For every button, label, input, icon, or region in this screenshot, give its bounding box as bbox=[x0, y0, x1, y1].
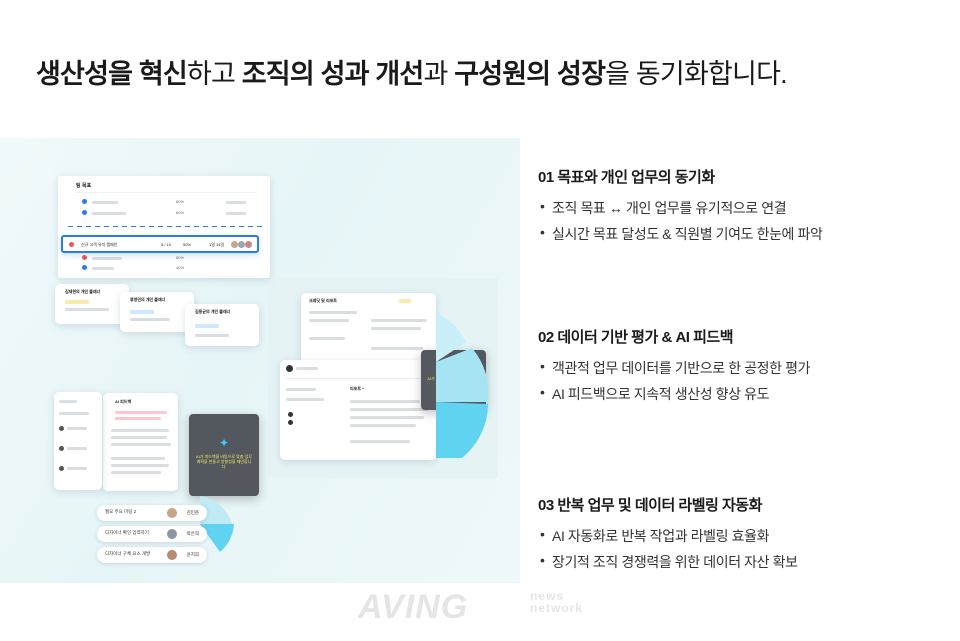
fan-decoration bbox=[200, 496, 234, 552]
planner-card-title: 류영민의 개인 플래너 bbox=[130, 297, 166, 302]
avatar bbox=[286, 365, 293, 372]
task-assignee-pill[interactable]: 월요 주요 미팅 2 김민준 bbox=[97, 505, 207, 521]
report-label: 리포트 * bbox=[350, 386, 364, 391]
goal-row[interactable]: 60% bbox=[76, 209, 266, 217]
highlighted-goal-row[interactable]: 신규 고객 유치 캠페인 5 / 10 50% 1일 14일 bbox=[61, 235, 259, 253]
page-headline: 생산성을 혁신하고 조직의 성과 개선과 구성원의 성장을 동기화합니다. bbox=[36, 52, 788, 91]
assignee-name: 박은희 bbox=[186, 531, 199, 536]
ai-feedback-card: AI 피드백 bbox=[103, 393, 178, 491]
planner-card-title: 김동균의 개인 플래너 bbox=[195, 309, 231, 314]
goal-table-title: 팀 목표 bbox=[76, 183, 92, 189]
feature-title-2: 02 데이터 기반 평가 & AI 피드백 bbox=[538, 329, 734, 346]
watermark-news: news bbox=[530, 589, 565, 603]
avatar bbox=[167, 550, 177, 560]
task-assignee-pill[interactable]: 디자이너 구체 요소 개발 윤지희 bbox=[97, 547, 207, 563]
task-label: 디자이너 확인 입력하기 bbox=[105, 530, 149, 535]
feature-section-1: 01 목표와 개인 업무의 동기화 조직 목표 ↔ 개인 업무를 유기적으로 연… bbox=[538, 166, 823, 250]
ai-suggestion-popup: ✦ AI가 피드백을 바탕으로 맞춤 업무계획을 만들고 방향성을 제안합니다. bbox=[189, 414, 259, 496]
goal-row-percent: 40% bbox=[176, 265, 185, 270]
task-label: 월요 주요 미팅 2 bbox=[105, 509, 137, 514]
avatar bbox=[167, 529, 177, 539]
ai-suggestion-text: AI가 피드백을 바탕으로 맞춤 업무계획을 만들고 방향성을 제안합니다. bbox=[195, 454, 253, 469]
goal-table-card: 팀 목표 80% 60% 80% 40% bbox=[58, 176, 270, 278]
avatar bbox=[231, 241, 238, 248]
watermark-network: network bbox=[530, 601, 584, 615]
goal-row-percent: 80% bbox=[176, 255, 185, 260]
headline-text-1: 하고 bbox=[186, 59, 242, 89]
task-label: 디자이너 구체 요소 개발 bbox=[105, 551, 151, 556]
report-card: 크레딧 및 리포트 bbox=[301, 293, 436, 363]
highlight-row-period: 1일 14일 bbox=[209, 242, 225, 247]
feature-bullet: 실시간 목표 달성도 & 직원별 기여도 한눈에 파악 bbox=[538, 224, 823, 250]
ai-feedback-title: AI 피드백 bbox=[115, 399, 132, 404]
planner-card[interactable]: 김재현의 개인 플래너 bbox=[55, 284, 129, 324]
feature-bullet: 장기적 조직 경쟁력을 위한 데이터 자산 확보 bbox=[538, 552, 798, 578]
highlight-row-name: 신규 고객 유치 캠페인 bbox=[81, 242, 118, 247]
highlight-row-count: 5 / 10 bbox=[161, 242, 172, 247]
headline-emphasis-3: 구성원의 성장 bbox=[454, 59, 606, 89]
highlight-row-percent: 50% bbox=[183, 242, 192, 247]
feature-bullet: AI 자동화로 반복 작업과 라벨링 효율화 bbox=[538, 526, 798, 552]
task-assignee-pill[interactable]: 디자이너 확인 입력하기 박은희 bbox=[97, 526, 207, 542]
feature-bullet: AI 피드백으로 지속적 생산성 향상 유도 bbox=[538, 384, 810, 410]
headline-text-2: 과 bbox=[423, 59, 455, 89]
planner-card[interactable]: 김동균의 개인 플래너 bbox=[185, 304, 259, 346]
feature-bullet: 조직 목표 ↔ 개인 업무를 유기적으로 연결 bbox=[538, 198, 823, 224]
feature-title-1: 01 목표와 개인 업무의 동기화 bbox=[538, 169, 715, 186]
sparkle-icon: ✦ bbox=[218, 436, 230, 450]
avatar bbox=[245, 241, 252, 248]
goal-row[interactable]: 40% bbox=[76, 264, 266, 272]
goal-row-percent: 60% bbox=[176, 210, 185, 215]
headline-emphasis-1: 생산성을 혁신 bbox=[36, 59, 188, 89]
goal-row-percent: 80% bbox=[176, 199, 185, 204]
watermark-main: AVING bbox=[358, 588, 469, 626]
feature-section-2: 02 데이터 기반 평가 & AI 피드백 객관적 업무 데이터를 기반으로 한… bbox=[538, 326, 810, 410]
avatar bbox=[167, 508, 177, 518]
feature-title-3: 03 반복 업무 및 데이터 라벨링 자동화 bbox=[538, 497, 762, 514]
avatar bbox=[238, 241, 245, 248]
assignee-name: 김민준 bbox=[186, 510, 199, 515]
headline-text-3: 을 동기화합니다. bbox=[605, 59, 787, 89]
feature-bullet: 객관적 업무 데이터를 기반으로 한 공정한 평가 bbox=[538, 358, 810, 384]
report-title: 크레딧 및 리포트 bbox=[309, 298, 337, 303]
goal-row[interactable]: 80% bbox=[76, 254, 266, 262]
planner-card[interactable]: 류영민의 개인 플래너 bbox=[120, 292, 194, 332]
headline-emphasis-2: 조직의 성과 개선 bbox=[241, 59, 424, 89]
fan-decoration bbox=[436, 312, 489, 458]
feature-section-3: 03 반복 업무 및 데이터 라벨링 자동화 AI 자동화로 반복 작업과 라벨… bbox=[538, 494, 798, 578]
member-list-card bbox=[54, 392, 102, 490]
planner-card-title: 김재현의 개인 플래너 bbox=[65, 289, 101, 294]
goal-row[interactable]: 80% bbox=[76, 198, 266, 206]
report-editor-card: 리포트 * bbox=[280, 360, 436, 460]
assignee-name: 윤지희 bbox=[186, 552, 199, 557]
